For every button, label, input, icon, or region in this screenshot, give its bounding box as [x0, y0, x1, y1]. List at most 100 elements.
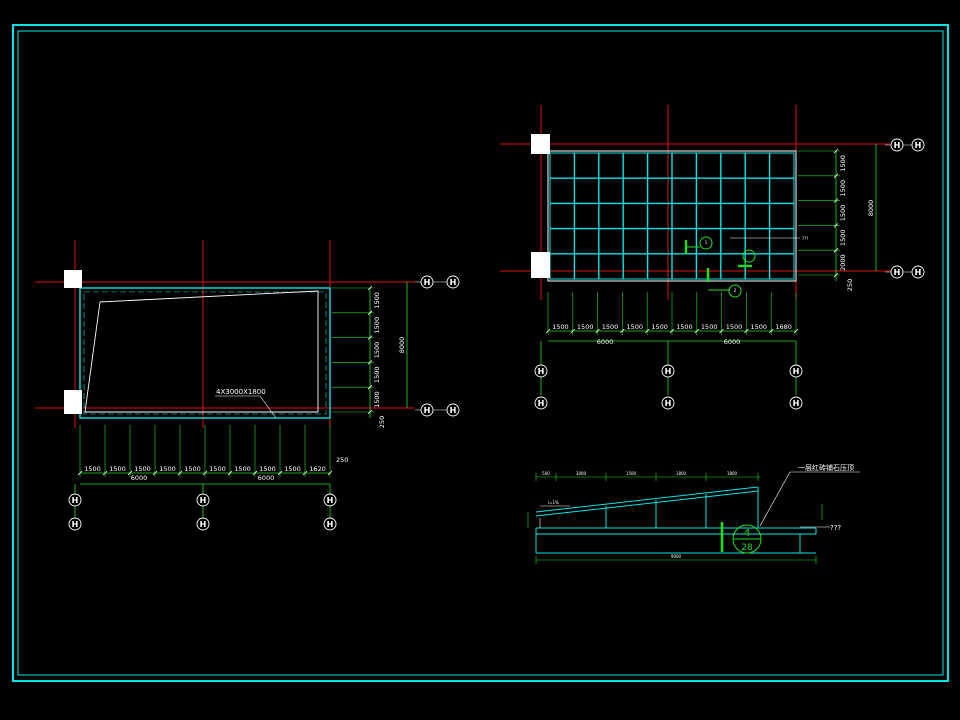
plan-right-bottom-dim: 1500 [751, 323, 768, 331]
plan-right-right-tick-mark [833, 272, 839, 278]
plan-right-axis-right: H H H H [885, 138, 925, 279]
plan-right-right-dim: 1500 [839, 180, 847, 197]
plan-left-bottom-tick-mark [252, 470, 258, 476]
section-bottom-dim: 9000 [671, 554, 682, 559]
section-top-dim: 1800 [727, 471, 738, 476]
drawing-frame-outer [12, 24, 949, 682]
section-slope: i=1% [548, 500, 559, 505]
plan-right-right-small: 250 [846, 279, 854, 291]
plan-left-axis-right-label: H [424, 406, 431, 415]
plan-right-bottom-tick-mark [644, 328, 650, 334]
plan-right-grid [550, 153, 794, 279]
plan-right-axis-right-bubble [911, 265, 925, 279]
plan-right-bottom-ticks [545, 292, 799, 335]
plan-right-axis-right-label: H [915, 141, 922, 150]
plan-right-axis-label: H [538, 367, 545, 376]
plan-right-axis-right-label: H [915, 268, 922, 277]
plan-right-axis-label: H [665, 399, 672, 408]
plan-right-axis-label: H [665, 367, 672, 376]
plan-right-bottom-tick-mark [545, 328, 551, 334]
plan-left-right-total: 8000 [398, 337, 406, 354]
plan-left-right-dim: 1500 [373, 391, 381, 408]
plan-right-mark-1: 1 [705, 240, 708, 245]
plan-right-bottom-tick-mark [768, 328, 774, 334]
plan-left-right-dim: 1500 [373, 317, 381, 334]
plan-right-bottom-dim: 1500 [701, 323, 718, 331]
plan-right-bottom-tick-mark [719, 328, 724, 334]
plan-right-axis-right-bubble [890, 265, 904, 279]
plan-right-right-tick-mark [833, 223, 839, 228]
plan-left-axis-bubble [68, 517, 82, 531]
plan-left-axis-bubble [196, 517, 210, 531]
plan-right-axis-right-label: H [894, 268, 901, 277]
section-top-dim: 1800 [676, 471, 687, 476]
plan-left-bottom-dim: 1620 [309, 465, 326, 473]
plan-right-bottom-tick-mark [620, 328, 625, 334]
plan-left-bottom-dim: 1500 [234, 465, 251, 473]
plan-right-bottom-dim: 1500 [676, 323, 693, 331]
plan-left-axis-bubble [196, 493, 210, 507]
plan-right-bottom-dim: 1500 [577, 323, 594, 331]
plan-left-dim-extra: 250 [336, 456, 348, 464]
plan-left-bottom-ticks [77, 425, 333, 477]
plan-right-mark-2: 2 [734, 288, 737, 293]
plan-left-right-tick-mark [367, 384, 373, 390]
plan-left-right-dim: 1500 [373, 292, 381, 309]
plan-left-bottom-tick-mark [102, 470, 108, 476]
plan-right-bottom-dim: 1680 [775, 323, 792, 331]
plan-left-bottom-tick-mark [327, 470, 333, 476]
plan-left-right-tick-mark [367, 310, 373, 316]
plan-right-right-total: 8000 [867, 200, 875, 217]
plan-right-right-tick-mark [833, 198, 839, 203]
plan-left-axis-bubble [68, 493, 82, 507]
plan-left-right-tick-mark [367, 360, 373, 365]
section-top-dim: 1500 [626, 471, 637, 476]
plan-left-right-tick-mark [367, 335, 373, 340]
plan-left-bottom-tick-mark [227, 470, 233, 476]
plan-right-bottom-dim: 1500 [627, 323, 644, 331]
plan-left-right-dim: 1500 [373, 342, 381, 359]
plan-left-bottom-tick-mark [302, 470, 308, 476]
plan-right-axis-right-label: H [894, 141, 901, 150]
plan-right-axis-bubble [534, 396, 548, 410]
plan-right-bottom-tick-mark [744, 328, 749, 334]
plan-left-bottom-tick-mark [177, 470, 183, 476]
plan-left-right-tick-mark [367, 409, 373, 415]
plan-left-total-2: 6000 [258, 474, 275, 482]
plan-right-right-tick-mark [833, 247, 839, 253]
section-detail-sheet: 28 [741, 543, 753, 553]
plan-right-axis-bubble [789, 396, 803, 410]
plan-right-bottom-dim: 1500 [651, 323, 668, 331]
plan-right-bottom-dim: 1500 [552, 323, 569, 331]
plan-left-axis-right-bubble [446, 275, 460, 289]
plan-left-axis-right-label: H [424, 278, 431, 287]
plan-right-axis-bubble [661, 396, 675, 410]
plan-left-bottom-tick-mark [77, 470, 83, 476]
plan-right-axis-right-bubble [911, 138, 925, 152]
plan-right-bottom-tick-mark [595, 328, 600, 334]
plan-right-bottom-dim: 1500 [726, 323, 743, 331]
plan-right-axis-right-bubble [890, 138, 904, 152]
plan-right-right-dim: 1500 [839, 230, 847, 247]
plan-left-axis-label: H [327, 520, 334, 529]
plan-left-right-small: 250 [378, 416, 386, 428]
plan-right-axis-label: H [793, 367, 800, 376]
plan-left-total-1: 6000 [131, 474, 148, 482]
plan-left-right-tick-mark [367, 285, 373, 291]
plan-left-bottom-dim: 1500 [259, 465, 276, 473]
plan-left-bottom-tick-mark [202, 470, 208, 476]
plan-right-right-tick-mark [833, 173, 839, 179]
plan-left-axis-right-label: H [450, 278, 457, 287]
plan-right-total-2: 6000 [724, 338, 741, 346]
plan-left-bottom-dim: 1500 [184, 465, 201, 473]
